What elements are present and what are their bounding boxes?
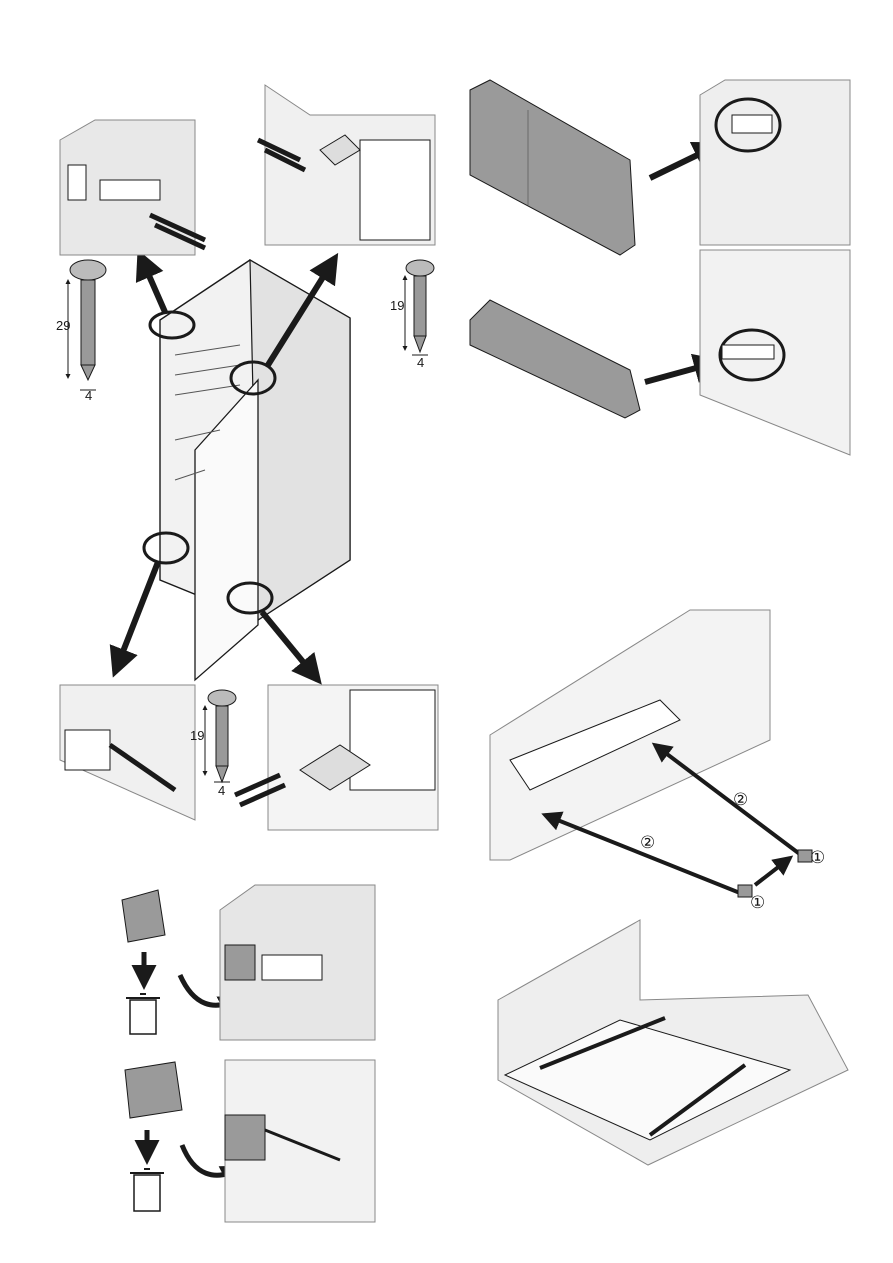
installed-rails-view xyxy=(498,920,848,1165)
step-2-label-lower: ② xyxy=(640,833,655,853)
detail-bottom-left-hinge xyxy=(60,685,195,820)
appliance-overview xyxy=(115,255,350,680)
cover-cap-disposal-lower xyxy=(125,1060,375,1222)
waste-bin-icon xyxy=(126,994,160,1034)
arrow-icon xyxy=(140,255,165,312)
rail-insertion-step xyxy=(490,610,812,897)
screw-icon xyxy=(405,260,434,355)
detail-top-left-hinge xyxy=(60,120,205,255)
dimension-length-top-right: 19 xyxy=(390,298,404,313)
step-2-label-upper: ② xyxy=(733,790,748,810)
dimension-diameter-bottom: 4 xyxy=(218,783,225,798)
dimension-length-top-left: 29 xyxy=(56,318,70,333)
screw-icon xyxy=(205,690,236,782)
detail-bottom-right-hinge xyxy=(235,685,438,830)
dimension-diameter-top-left: 4 xyxy=(85,388,92,403)
bottom-cover-panel-step xyxy=(470,250,850,455)
dimension-diameter-top-right: 4 xyxy=(417,355,424,370)
waste-bin-icon xyxy=(130,1169,164,1211)
step-1-label-lower: ① xyxy=(750,893,765,913)
arrow-icon xyxy=(262,612,318,680)
cover-cap-disposal-upper xyxy=(122,885,375,1040)
detail-top-right-hinge xyxy=(258,85,435,245)
top-cover-panel-step xyxy=(470,80,850,255)
screw-icon xyxy=(68,260,106,390)
arrow-icon xyxy=(755,858,790,885)
arrow-icon xyxy=(115,562,158,672)
dimension-length-bottom: 19 xyxy=(190,728,204,743)
step-1-label-upper: ① xyxy=(810,848,825,868)
